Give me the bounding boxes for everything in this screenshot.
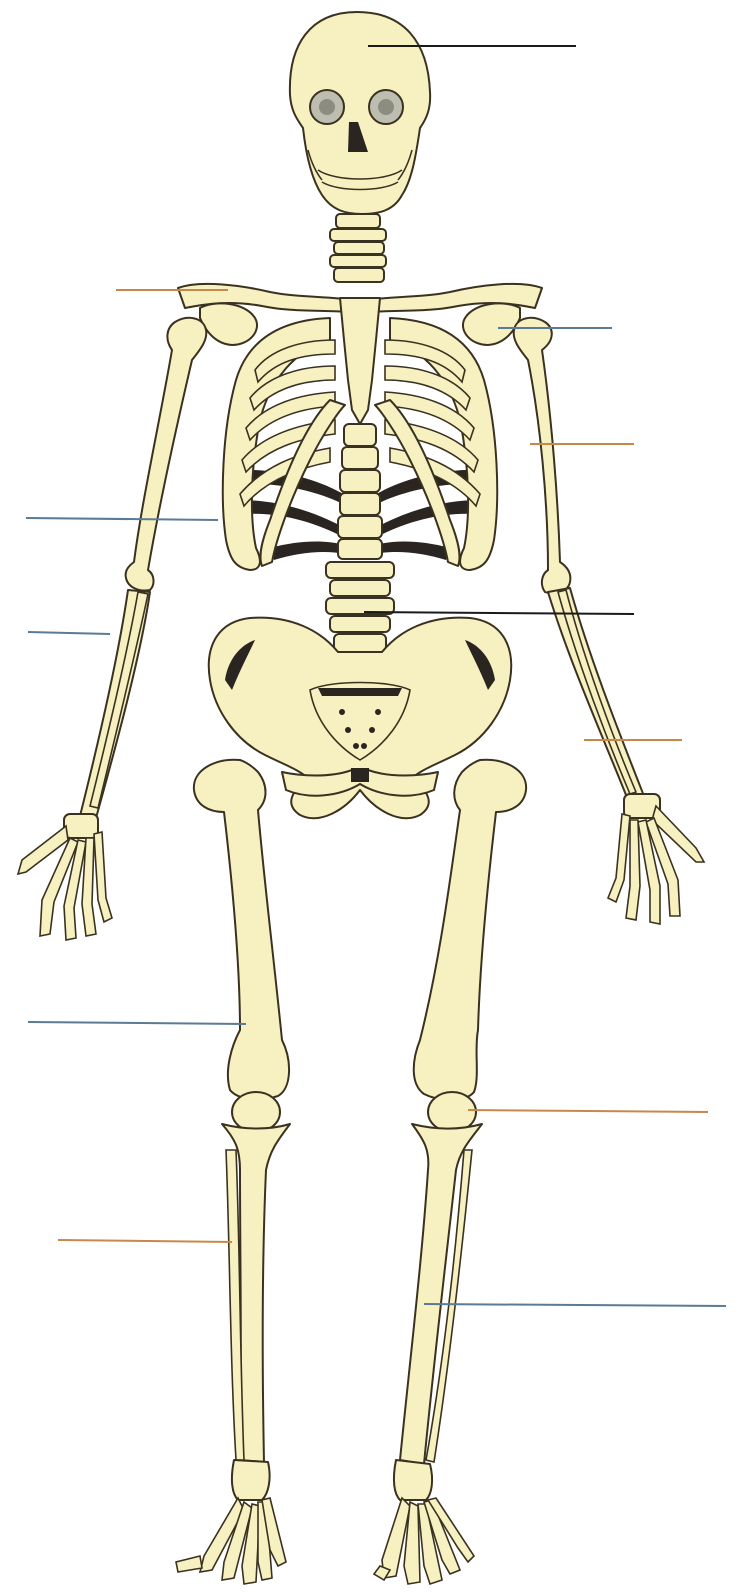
cervical-vertebrae xyxy=(330,214,386,282)
label-line-femur xyxy=(28,1022,246,1024)
right-leg xyxy=(374,760,526,1584)
label-line-patella xyxy=(468,1110,708,1112)
skull xyxy=(290,12,430,214)
label-line-vertebral-column xyxy=(364,612,634,614)
label-line-ribs xyxy=(26,518,218,520)
label-line-fibula xyxy=(424,1304,726,1306)
left-leg xyxy=(176,760,290,1584)
label-line-tibia xyxy=(58,1240,232,1242)
label-line-radius-ulna xyxy=(28,632,110,634)
left-arm xyxy=(18,318,206,940)
right-arm xyxy=(514,318,704,924)
vertebral-column xyxy=(326,424,394,652)
